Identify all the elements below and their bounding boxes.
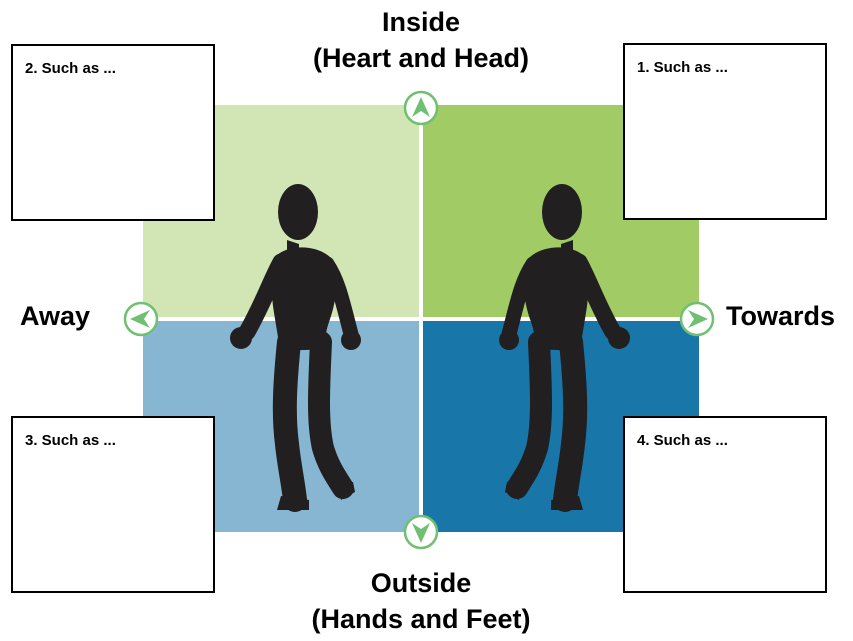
note-box-4-label: 4. Such as ... [637,432,813,449]
hands-and-feet-label: (Hands and Feet) [250,601,592,637]
inside-axis-title: Inside (Heart and Head) [250,4,592,76]
walking-person-right-icon [495,182,635,518]
note-box-4[interactable]: 4. Such as ... [623,416,827,593]
away-label: Away [20,298,115,334]
inside-label: Inside [250,4,592,40]
right-arrow-icon [679,301,715,337]
note-box-3[interactable]: 3. Such as ... [11,416,215,593]
up-arrow-icon [403,90,439,126]
heart-and-head-label: (Heart and Head) [250,40,592,76]
towards-label: Towards [726,298,851,334]
note-box-2[interactable]: 2. Such as ... [11,44,215,221]
outside-axis-title: Outside (Hands and Feet) [250,565,592,637]
walking-person-left-icon [225,182,365,518]
note-box-1[interactable]: 1. Such as ... [623,43,827,220]
note-box-1-label: 1. Such as ... [637,59,813,76]
note-box-2-label: 2. Such as ... [25,60,201,77]
note-box-3-label: 3. Such as ... [25,432,201,449]
outside-label: Outside [250,565,592,601]
left-arrow-icon [123,301,159,337]
down-arrow-icon [403,514,439,550]
